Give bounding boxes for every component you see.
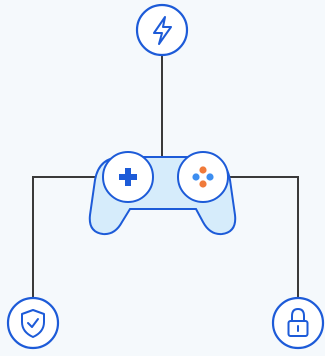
- lock-node: [271, 296, 325, 350]
- dpad-icon: [119, 168, 137, 186]
- gamepad-icon: [88, 151, 237, 236]
- action-button-top: [199, 166, 207, 174]
- action-button-right: [206, 173, 214, 181]
- padlock-icon: [287, 308, 309, 337]
- shield-check-icon: [21, 309, 45, 338]
- connector-to-lock: [230, 176, 299, 300]
- power-node: [135, 3, 189, 57]
- action-buttons-circle: [177, 151, 229, 203]
- connector-to-security: [32, 176, 104, 300]
- action-button-left: [192, 173, 200, 181]
- connectors: [32, 55, 299, 300]
- check-mark: [27, 318, 39, 328]
- action-button-bottom: [199, 180, 207, 188]
- lightning-icon: [153, 16, 172, 45]
- security-node: [6, 296, 60, 350]
